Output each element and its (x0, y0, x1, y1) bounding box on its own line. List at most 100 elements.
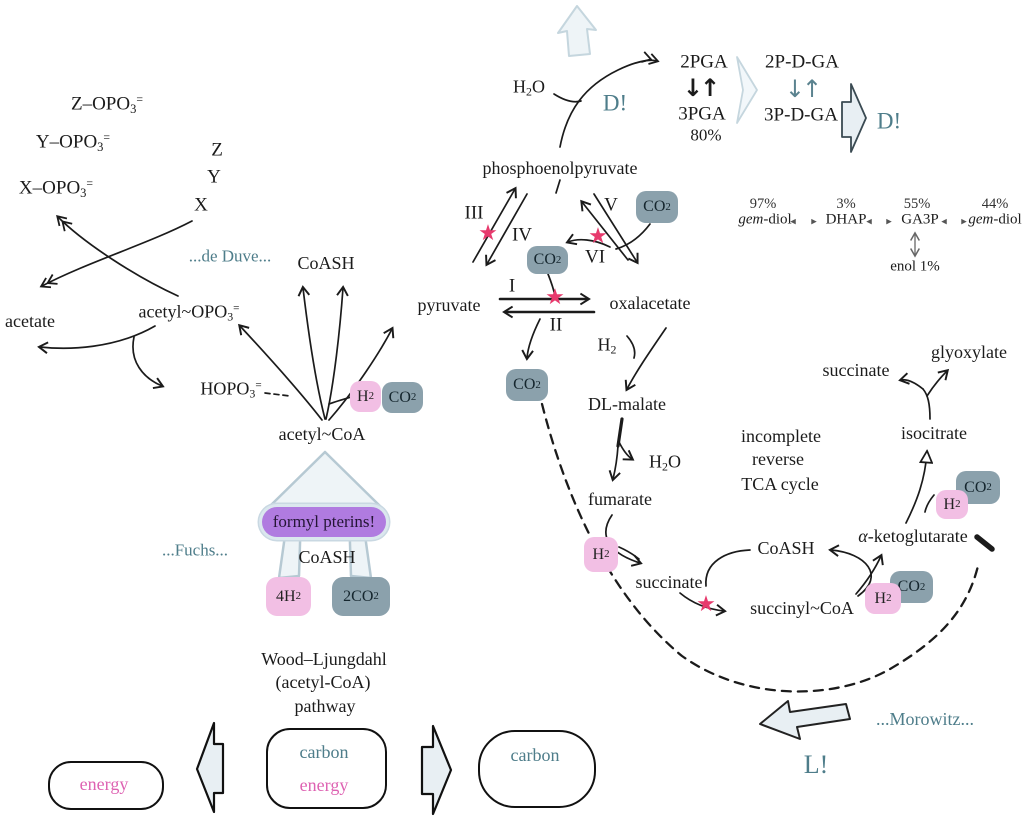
label-coash-top: CoASH (297, 253, 355, 273)
star-marker-vi: ★ (588, 224, 608, 249)
label-44pct: 44% (981, 195, 1009, 212)
label-reaction-i: I (508, 275, 516, 297)
label-succinate-lower: succinate (635, 572, 703, 592)
label-x-phosphate: X–OPO3= (18, 177, 94, 201)
energy-pill (48, 761, 164, 810)
label-x: X (194, 194, 208, 216)
label-alpha-ketoglutarate: α-ketoglutarate (858, 526, 968, 546)
carbon-energy-box (266, 728, 387, 809)
star-marker-succinyl: ★ (696, 592, 716, 617)
label-enol: enol 1% (890, 258, 940, 275)
inhibition-bar (974, 534, 995, 552)
top-up-arrow (557, 5, 597, 57)
label-gem-diol-1: gem-diol (738, 211, 792, 228)
formyl-pterins-box: formyl pterins! (262, 507, 386, 537)
label-3pdga: 3P-D-GA (764, 104, 838, 126)
label-carbon-right: carbon (510, 745, 560, 765)
label-itca-2: reverse (752, 449, 804, 469)
label-ga3p: GA3P (901, 211, 939, 228)
label-3pct: 3% (836, 195, 856, 212)
label-2pga: 2PGA (680, 51, 728, 73)
label-glyoxylate: glyoxylate (931, 342, 1007, 362)
label-gem-diol-2: gem-diol (968, 211, 1022, 228)
label-reaction-vi: VI (584, 246, 606, 268)
label-energy-left: energy (79, 774, 129, 794)
d-right-arrow (841, 83, 867, 153)
label-d-bang-1: D! (602, 90, 628, 116)
label-97pct: 97% (749, 195, 777, 212)
label-2pdga: 2P-D-GA (765, 51, 839, 73)
block-arrows (195, 5, 867, 816)
label-coash-right: CoASH (757, 538, 815, 558)
label-itca-3: TCA cycle (741, 474, 819, 494)
label-h2o-right: H2O (649, 451, 681, 474)
label-55pct: 55% (903, 195, 931, 212)
label-dl-malate: DL-malate (588, 394, 666, 414)
label-itca-1: incomplete (741, 426, 821, 446)
star-marker-iii: ★ (478, 221, 498, 246)
label-h2o-top: H2O (513, 76, 545, 99)
label-succinyl-coa: succinyl~CoA (750, 598, 854, 618)
mini-arrow-left-1: ◂ (790, 214, 804, 228)
label-oxalacetate: oxalacetate (609, 293, 691, 313)
label-de-duve: ...de Duve... (188, 246, 272, 266)
star-marker-i: ★ (545, 285, 565, 310)
label-pathway-name-1: Wood–Ljungdahl (261, 649, 387, 669)
mini-arrow-right-1: ▸ (811, 214, 825, 228)
label-fumarate: fumarate (588, 489, 652, 509)
label-l-bang: L! (803, 750, 829, 779)
label-dhap: DHAP (825, 211, 867, 228)
label-80pct: 80% (690, 125, 722, 145)
label-morowitz: ...Morowitz... (876, 709, 974, 729)
bottom-left-arrow (195, 721, 225, 814)
label-pathway-name-2: (acetyl-CoA) (275, 672, 371, 692)
label-reaction-v: V (604, 194, 618, 216)
label-reaction-iv: IV (511, 224, 533, 246)
acetyl-coa-fork-arrows (238, 285, 395, 421)
mini-arrow-left-2: ◂ (866, 214, 880, 228)
label-carbon-center: carbon (299, 742, 349, 762)
morowitz-arrow (759, 700, 851, 740)
mini-arrow-right-2: ▸ (886, 214, 900, 228)
dashed-inhibition-arc (540, 402, 995, 693)
label-reaction-ii: II (549, 314, 563, 336)
label-hopo3: HOPO3= (200, 378, 262, 401)
label-fuchs: ...Fuchs... (161, 540, 229, 560)
equilibrium-arrows-teal: ↓↑ (784, 75, 822, 103)
label-y: Y (207, 166, 221, 188)
phosphate-cycle-arrows (37, 215, 291, 397)
label-isocitrate: isocitrate (901, 423, 967, 443)
pga-right-arrow (736, 56, 758, 124)
label-3pga: 3PGA (678, 103, 726, 125)
carbon-pill (478, 730, 596, 808)
equilibrium-arrows-black: ↓↑ (682, 74, 720, 102)
label-acetate: acetate (5, 311, 55, 331)
label-h2-oxal: H2 (597, 334, 617, 357)
label-pyruvate: pyruvate (417, 295, 481, 315)
label-reaction-iii: III (464, 202, 484, 224)
label-z: Z (211, 139, 223, 161)
label-succinate-upper: succinate (822, 360, 890, 380)
label-pep: phosphoenolpyruvate (482, 158, 638, 178)
label-y-phosphate: Y–OPO3= (35, 131, 111, 155)
label-acetyl-coa: acetyl~CoA (278, 424, 366, 444)
label-pathway-name-3: pathway (294, 696, 356, 716)
label-d-bang-2: D! (876, 108, 902, 134)
pep-arrows (553, 51, 660, 194)
label-coash-mid: CoASH (298, 547, 356, 567)
label-energy-center: energy (299, 775, 349, 795)
mini-arrow-left-3: ◂ (941, 214, 955, 228)
bottom-right-arrow (420, 724, 453, 816)
mini-arrow-right-3: ▸ (961, 214, 975, 228)
